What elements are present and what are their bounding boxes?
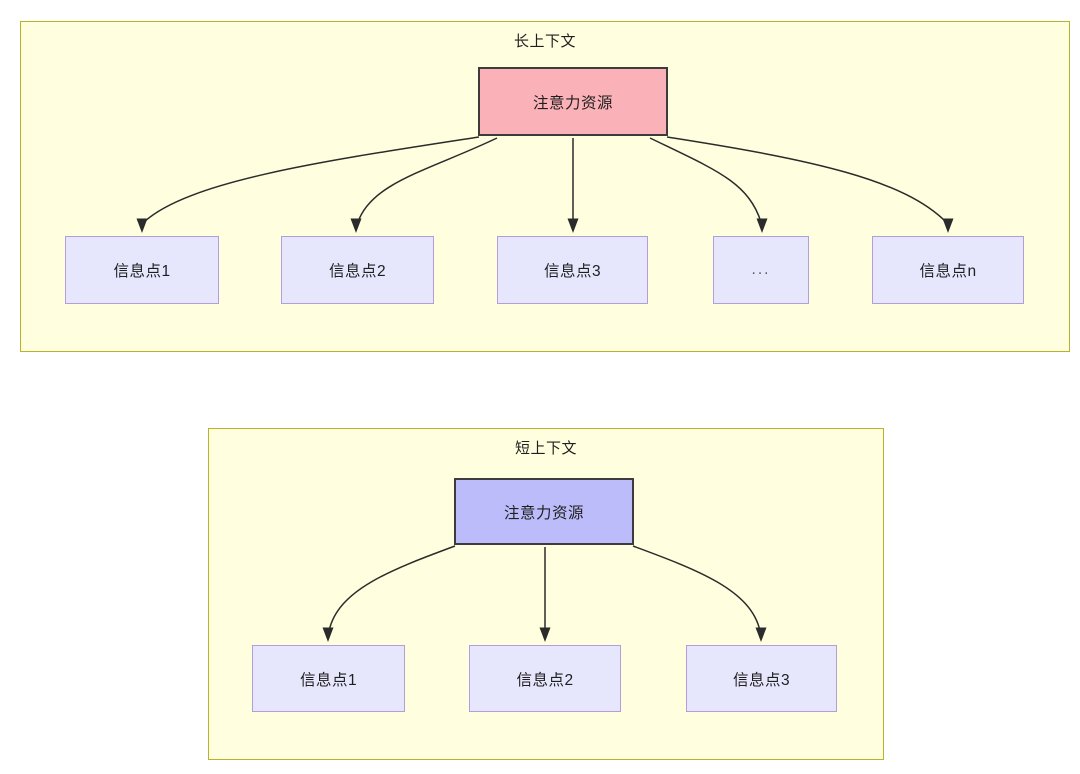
node-long-context-info-point-2[interactable]: 信息点2 <box>281 236 434 304</box>
panel-short-context-title: 短上下文 <box>514 440 577 457</box>
node-long-context-info-point-3[interactable]: 信息点3 <box>497 236 648 304</box>
node-long-context-attention-resource[interactable]: 注意力资源 <box>478 67 668 136</box>
node-short-context-info-point-1[interactable]: 信息点1 <box>252 645 405 712</box>
node-long-context-info-point-ellipsis[interactable]: ... <box>713 236 809 304</box>
node-short-context-info-point-3[interactable]: 信息点3 <box>686 645 837 712</box>
node-short-context-attention-resource[interactable]: 注意力资源 <box>454 478 634 545</box>
node-long-context-info-point-n[interactable]: 信息点n <box>872 236 1024 304</box>
node-short-context-info-point-2[interactable]: 信息点2 <box>469 645 621 712</box>
panel-long-context-title: 长上下文 <box>513 33 576 50</box>
node-long-context-info-point-1[interactable]: 信息点1 <box>65 236 219 304</box>
